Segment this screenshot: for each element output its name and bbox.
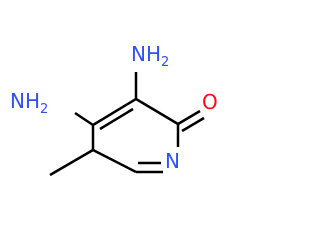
atom-label-ring-nitrogen: N — [165, 149, 180, 173]
bond-c2-o-outer — [177, 109, 201, 126]
bond-c3-c2 — [135, 97, 179, 126]
atom-subscript-nh2-top: 2 — [161, 55, 169, 70]
bond-c3-c4-double-outer — [92, 97, 137, 127]
bond-c5-methyl — [49, 148, 94, 177]
atom-label-oxygen: O — [202, 90, 218, 114]
atom-text-nh2-top: NH — [131, 42, 161, 66]
bond-c2-o-inner — [181, 116, 205, 133]
bond-c4-n-left — [74, 111, 94, 127]
atom-text-nh2-left: NH — [10, 89, 40, 113]
bond-c6-c5 — [92, 148, 137, 174]
atom-label-nh2-left: NH2 — [10, 89, 48, 117]
atom-label-nh2-top: NH2 — [131, 42, 169, 70]
atom-subscript-nh2-left: 2 — [40, 102, 48, 117]
bond-c3-c4-double-inner — [99, 107, 134, 131]
molecule-structure: NH2 NH2 O N — [10, 42, 218, 177]
